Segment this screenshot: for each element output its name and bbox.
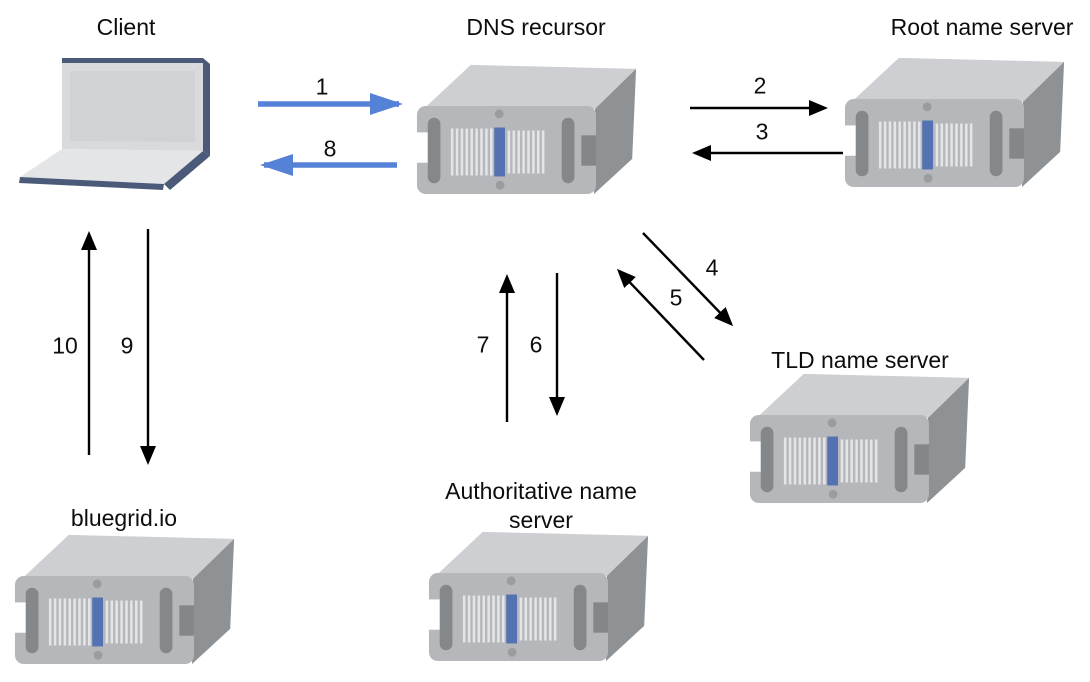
server-icon-root-name-server	[843, 50, 1068, 193]
bluegrid-label: bluegrid.io	[70, 505, 178, 531]
client-label: Client	[96, 14, 156, 40]
edge-5-arrow	[616, 268, 705, 361]
edge-5-label: 5	[669, 284, 683, 311]
authoritative-name-server-label: Authoritative name server	[445, 478, 637, 534]
server-icon-bluegrid	[13, 527, 238, 670]
edge-10-label: 10	[52, 332, 78, 359]
edge-9-label: 9	[120, 332, 134, 359]
edge-4-label: 4	[705, 254, 719, 281]
edge-2-label: 2	[753, 72, 767, 99]
edge-7-label: 7	[476, 331, 490, 358]
edge-4-arrow	[642, 232, 734, 327]
dns-recursor-label: DNS recursor	[466, 14, 606, 40]
edge-6-label: 6	[529, 331, 543, 358]
tld-name-server-label: TLD name server	[771, 347, 949, 373]
edge-8-label: 8	[323, 135, 337, 162]
edge-3-label: 3	[755, 118, 769, 145]
laptop-icon	[19, 58, 210, 190]
server-icon-authoritative-name-server	[427, 524, 652, 667]
server-icon-dns-recursor	[415, 57, 640, 200]
edge-1-label: 1	[315, 73, 329, 100]
server-icon-tld-name-server	[748, 366, 973, 509]
root-name-server-label: Root name server	[890, 14, 1074, 40]
